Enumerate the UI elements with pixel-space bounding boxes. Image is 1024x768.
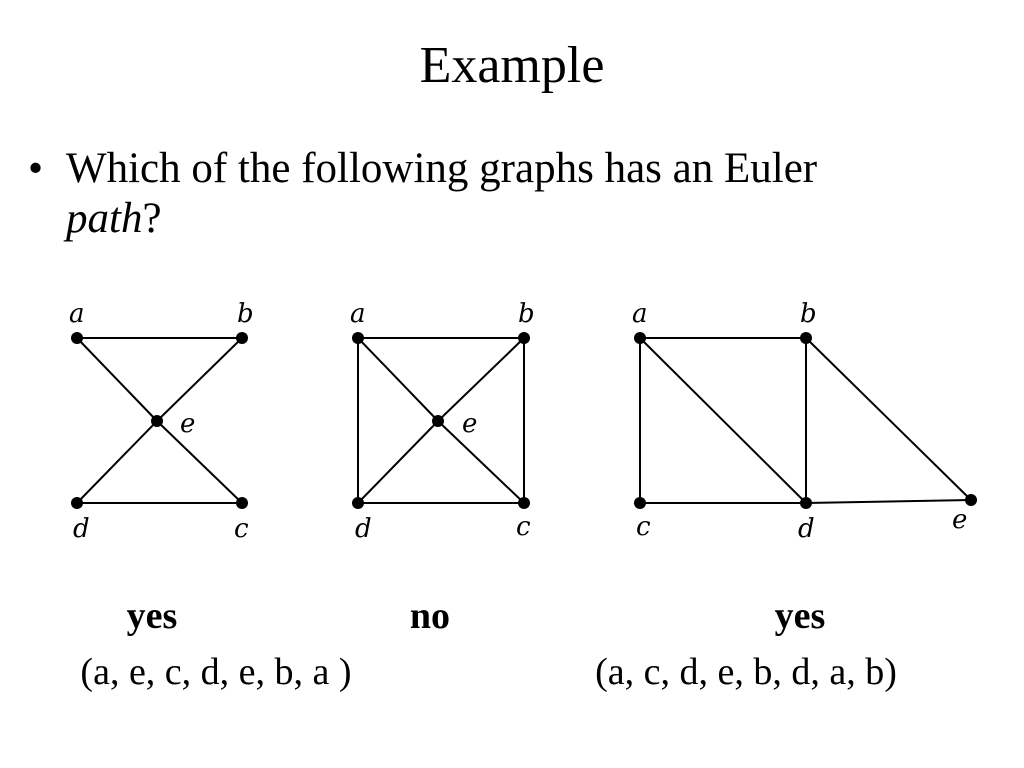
vertex-b — [800, 332, 812, 344]
vertex-a — [352, 332, 364, 344]
edge-b-e — [437, 337, 525, 422]
question-text: Which of the following graphs has an Eul… — [66, 144, 886, 244]
edge-d-e — [805, 499, 972, 504]
vertex-label-e: e — [952, 505, 967, 535]
vertex-c — [236, 497, 248, 509]
edge-a-e — [357, 337, 439, 422]
vertex-label-e: e — [462, 409, 477, 439]
edge-e-c — [437, 420, 525, 504]
vertex-e — [151, 415, 163, 427]
vertex-a — [71, 332, 83, 344]
vertex-label-b: b — [518, 299, 535, 329]
vertex-label-e: e — [180, 409, 195, 439]
euler-path-graph-3: (a, c, d, e, b, d, a, b) — [595, 651, 897, 693]
vertex-b — [236, 332, 248, 344]
edge-e-c — [156, 420, 243, 504]
answer-graph-3: yes — [774, 595, 826, 637]
question-suffix: ? — [142, 195, 162, 242]
euler-path-graph-1: (a, e, c, d, e, b, a ) — [80, 651, 352, 693]
vertex-a — [634, 332, 646, 344]
vertex-c — [518, 497, 530, 509]
vertex-label-b: b — [800, 299, 817, 329]
question-prefix: Which of the following graphs has an Eul… — [66, 145, 818, 192]
edge-e-d — [76, 420, 158, 504]
vertex-e — [965, 494, 977, 506]
answer-graph-1: yes — [126, 595, 178, 637]
bullet-marker: • — [28, 145, 44, 192]
vertex-d — [800, 497, 812, 509]
vertex-label-a: a — [69, 299, 85, 329]
edge-b-e — [156, 337, 243, 422]
vertex-b — [518, 332, 530, 344]
vertex-label-d: d — [73, 514, 90, 544]
answer-graph-2: no — [409, 595, 451, 637]
edge-e-d — [357, 420, 439, 504]
edge-b-e — [805, 337, 972, 501]
question-emphasis: path — [66, 195, 143, 242]
graph-3: a b c d e — [632, 299, 977, 544]
vertex-c — [634, 497, 646, 509]
vertex-label-b: b — [237, 299, 254, 329]
vertex-label-d: d — [798, 514, 815, 544]
vertex-label-c: c — [234, 514, 249, 544]
graph-1: a b e d c — [69, 299, 254, 544]
vertex-label-c: c — [516, 512, 531, 542]
vertex-label-a: a — [632, 299, 648, 329]
vertex-label-d: d — [355, 514, 372, 544]
edge-a-e — [76, 337, 158, 422]
slide-title: Example — [419, 37, 605, 94]
vertex-label-c: c — [636, 512, 651, 542]
graph-2: a b e d c — [350, 299, 535, 544]
vertex-d — [352, 497, 364, 509]
vertex-e — [432, 415, 444, 427]
edge-a-d — [639, 337, 807, 504]
vertex-d — [71, 497, 83, 509]
vertex-label-a: a — [350, 299, 366, 329]
